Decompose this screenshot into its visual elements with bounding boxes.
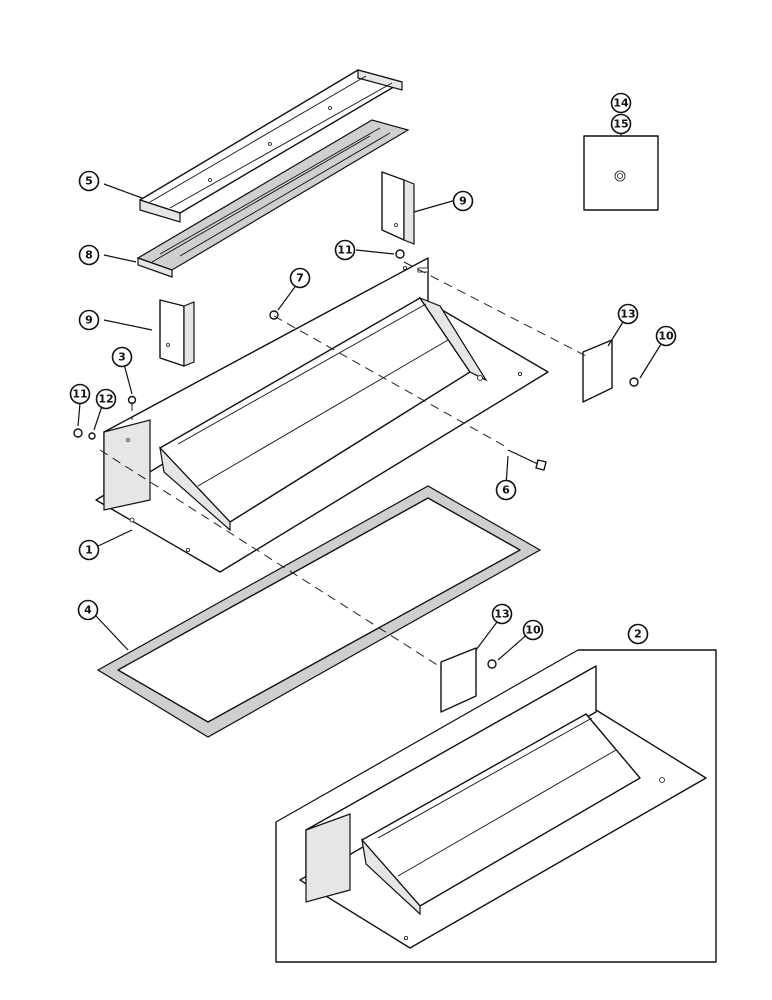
svg-text:5: 5 bbox=[85, 175, 93, 188]
svg-text:13: 13 bbox=[620, 308, 635, 321]
callout-12: 12 bbox=[95, 388, 117, 410]
svg-text:8: 8 bbox=[85, 249, 93, 262]
main-housing-part bbox=[95, 257, 549, 573]
svg-text:10: 10 bbox=[658, 330, 674, 343]
svg-text:1: 1 bbox=[85, 544, 93, 557]
callout-15: 15 bbox=[610, 113, 632, 135]
callout-11-left: 11 bbox=[69, 383, 91, 405]
svg-text:9: 9 bbox=[85, 314, 93, 327]
svg-text:12: 12 bbox=[98, 393, 113, 406]
svg-text:3: 3 bbox=[118, 351, 126, 364]
callout-7: 7 bbox=[289, 267, 311, 289]
callout-13-lower: 13 bbox=[491, 603, 513, 625]
foam-seal-strip-part bbox=[136, 119, 410, 278]
callout-2: 2 bbox=[627, 623, 649, 645]
fitting-detail-box bbox=[583, 135, 659, 211]
callout-14: 14 bbox=[610, 92, 632, 114]
callout-10-upper: 10 bbox=[655, 325, 677, 347]
callout-5: 5 bbox=[78, 170, 100, 192]
svg-text:13: 13 bbox=[494, 608, 509, 621]
svg-text:7: 7 bbox=[296, 272, 304, 285]
callout-3: 3 bbox=[111, 346, 133, 368]
svg-text:15: 15 bbox=[613, 118, 628, 131]
upper-cover-plate-part bbox=[582, 339, 613, 403]
callout-9-lower: 9 bbox=[78, 309, 100, 331]
hardware-fasteners bbox=[73, 249, 639, 669]
alignment-lines bbox=[99, 261, 587, 669]
callout-1: 1 bbox=[78, 539, 100, 561]
svg-text:14: 14 bbox=[613, 97, 629, 110]
svg-text:2: 2 bbox=[634, 628, 642, 641]
svg-text:9: 9 bbox=[459, 195, 467, 208]
svg-text:11: 11 bbox=[337, 244, 352, 257]
callout-10-lower: 10 bbox=[522, 619, 544, 641]
svg-text:11: 11 bbox=[72, 388, 87, 401]
callout-6: 6 bbox=[495, 479, 517, 501]
callout-9-upper: 9 bbox=[452, 190, 474, 212]
top-channel-part bbox=[139, 69, 403, 223]
svg-text:4: 4 bbox=[84, 604, 92, 617]
lower-cover-plate-part bbox=[440, 647, 477, 713]
lower-bracket-part bbox=[159, 299, 195, 367]
callout-13-upper: 13 bbox=[617, 303, 639, 325]
callout-4: 4 bbox=[77, 599, 99, 621]
svg-text:6: 6 bbox=[502, 484, 510, 497]
callout-11-upper: 11 bbox=[334, 239, 356, 261]
callout-8: 8 bbox=[78, 244, 100, 266]
alternate-housing-inset bbox=[275, 649, 717, 963]
gasket-frame-part bbox=[96, 485, 542, 738]
upper-bracket-part bbox=[381, 171, 415, 245]
svg-text:10: 10 bbox=[525, 624, 541, 637]
